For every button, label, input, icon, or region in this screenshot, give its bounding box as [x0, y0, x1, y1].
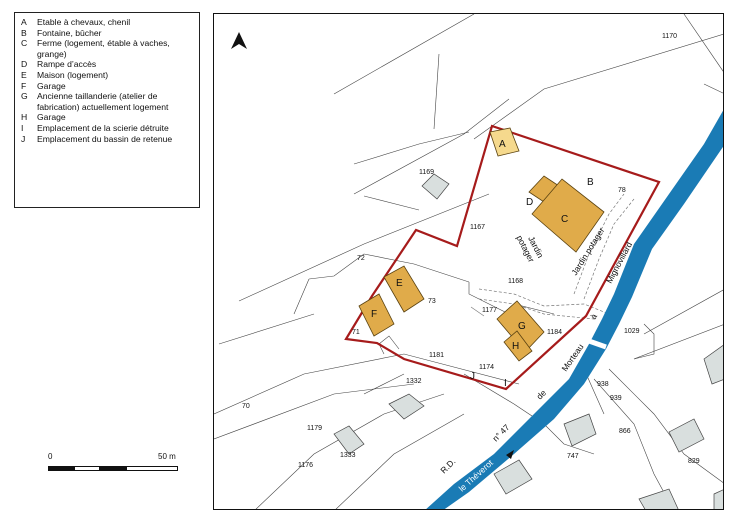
river-label: le Théverot — [457, 457, 496, 493]
cadastral-map[interactable]: 1170 1169 78 1167 72 73 71 1168 1177 118… — [213, 13, 724, 510]
buildings — [358, 127, 605, 362]
path-lines — [478, 193, 635, 320]
garden-label-1: Jardin potager — [515, 229, 547, 266]
parcel-label-1333: 1333 — [340, 452, 356, 459]
building-label-F: F — [371, 309, 377, 320]
parcel-label-866: 866 — [619, 428, 631, 435]
parcel-label-1174: 1174 — [479, 364, 494, 371]
parcel-label-73: 73 — [428, 298, 436, 305]
placeholder — [254, 314, 294, 359]
parcel-label-1176: 1176 — [298, 462, 313, 469]
parcel-label-1169: 1169 — [419, 169, 434, 176]
parcel-label-747: 747 — [567, 453, 579, 460]
building-label-H: H — [512, 341, 519, 352]
bridge — [588, 338, 607, 350]
north-arrow-icon — [231, 32, 247, 49]
building-label-B: B — [587, 177, 594, 188]
scale-bar: 0 50 m — [48, 452, 178, 482]
road-label-de: de — [534, 387, 548, 401]
parcel-label-71: 71 — [352, 329, 360, 336]
river-direction-arrow — [506, 450, 514, 459]
parcel-label-1168: 1168 — [508, 278, 523, 285]
neighbor-buildings — [333, 173, 723, 509]
building-label-G: G — [518, 321, 526, 332]
building-label-I: I — [504, 378, 507, 389]
parcel-label-1029: 1029 — [624, 328, 640, 335]
road-label-rd: R.D. — [438, 456, 457, 475]
scale-end-label: 50 m — [158, 452, 176, 461]
parcel-label-1332: 1332 — [406, 378, 422, 385]
parcel-label-1181: 1181 — [429, 352, 444, 359]
building-label-D: D — [526, 197, 533, 208]
parcel-label-938: 938 — [597, 381, 609, 388]
parcel-label-829: 829 — [688, 458, 700, 465]
building-label-J: J — [470, 371, 475, 382]
parcel-label-1179: 1179 — [307, 425, 322, 432]
road-label-a: à — [588, 312, 599, 321]
scale-start-label: 0 — [48, 452, 53, 461]
path-tick — [470, 306, 485, 317]
building-label-A: A — [499, 139, 506, 150]
scale-segment — [100, 466, 126, 471]
scale-segment — [48, 466, 74, 471]
building-label-E: E — [396, 278, 403, 289]
scale-segment — [74, 466, 100, 471]
parcel-label-1170: 1170 — [662, 33, 677, 40]
parcel-label-1184: 1184 — [547, 329, 562, 336]
property-boundary — [344, 124, 661, 391]
building-label-C: C — [561, 214, 568, 225]
parcel-label-78: 78 — [618, 187, 626, 194]
parcel-label-70: 70 — [242, 403, 250, 410]
parcel-lines — [214, 14, 723, 509]
scale-segment — [126, 466, 178, 471]
parcel-label-1167: 1167 — [470, 224, 485, 231]
parcel-label-939: 939 — [610, 395, 622, 402]
parcel-label-1177: 1177 — [482, 307, 497, 314]
parcel-label-72: 72 — [357, 255, 365, 262]
